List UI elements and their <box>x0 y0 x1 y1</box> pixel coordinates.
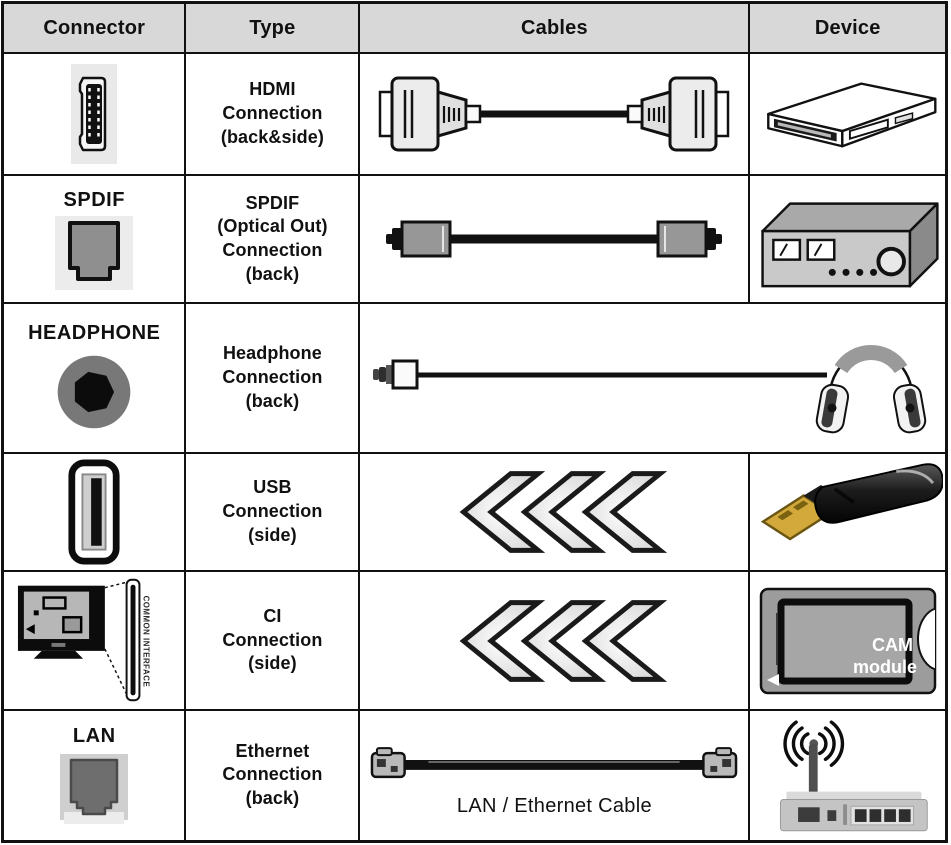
cell-headphone-type: Headphone Connection (back) <box>184 302 361 454</box>
cell-hdmi-cable <box>358 52 751 176</box>
spdif-port-label: SPDIF <box>63 188 125 211</box>
cell-ci-device: CAM module <box>748 570 948 711</box>
cell-headphone-cable-device <box>358 302 948 454</box>
table-row-lan: LAN Ethernet Connection (back) <box>1 709 948 842</box>
cam-module-text-line1: CAM <box>872 635 913 655</box>
cell-hdmi-connector <box>1 52 187 176</box>
cell-spdif-cable <box>358 174 751 304</box>
hdmi-cable-icon <box>379 76 730 152</box>
ethernet-cable-label: LAN / Ethernet Cable <box>456 794 652 817</box>
cell-spdif-device <box>748 174 948 304</box>
table-row-ci: COMMON INTERFACE CI Connection (side) <box>1 570 948 711</box>
dvd-player-icon <box>766 82 937 148</box>
header-type: Type <box>184 1 361 54</box>
optical-cable-icon <box>386 220 723 258</box>
header-device: Device <box>748 1 948 54</box>
table-row-headphone: HEADPHONE Headphone Connection (back) <box>1 302 948 454</box>
header-connector: Connector <box>1 1 187 54</box>
cell-usb-device <box>748 452 948 572</box>
cell-spdif-connector: SPDIF <box>1 174 187 304</box>
header-row: Connector Type Cables Device <box>1 1 948 54</box>
headphone-port-label: HEADPHONE <box>28 321 161 344</box>
ci-slot-text: COMMON INTERFACE <box>142 595 151 687</box>
table-row-hdmi: HDMI Connection (back&side) <box>1 52 948 176</box>
table-row-usb: USB Connection (side) <box>1 452 948 572</box>
table-row-spdif: SPDIF SPDIF (Optical Out) Connection (ba… <box>1 174 948 304</box>
wifi-router-icon <box>779 720 928 832</box>
cell-hdmi-type: HDMI Connection (back&side) <box>184 52 361 176</box>
cell-headphone-connector: HEADPHONE <box>1 302 187 454</box>
cell-lan-cable: LAN / Ethernet Cable <box>358 709 751 842</box>
lan-port-icon <box>60 753 129 824</box>
header-cables: Cables <box>358 1 751 54</box>
headphone-cable-and-headphones-icon <box>372 345 926 434</box>
cell-lan-device <box>748 709 948 842</box>
chevron-arrows-icon <box>460 471 668 553</box>
usb-port-icon <box>68 459 120 565</box>
cell-ci-connector: COMMON INTERFACE <box>1 570 187 711</box>
cell-usb-type: USB Connection (side) <box>184 452 361 572</box>
hdmi-port-icon <box>71 64 118 164</box>
cell-lan-connector: LAN <box>1 709 187 842</box>
cell-ci-cable <box>358 570 751 711</box>
cell-usb-cable <box>358 452 751 572</box>
cell-ci-type: CI Connection (side) <box>184 570 361 711</box>
cam-module-icon: CAM module <box>759 587 936 694</box>
cell-lan-type: Ethernet Connection (back) <box>184 709 361 842</box>
cell-hdmi-device <box>748 52 948 176</box>
spdif-port-icon <box>55 215 134 290</box>
amplifier-icon <box>761 202 939 288</box>
cam-module-text-line2: module <box>853 657 917 677</box>
cell-usb-connector <box>1 452 187 572</box>
ethernet-cable-icon <box>371 746 738 778</box>
lan-port-label: LAN <box>72 724 116 747</box>
usb-dongle-icon <box>760 463 943 541</box>
headphone-jack-icon <box>57 355 131 428</box>
chevron-arrows-icon <box>460 599 668 682</box>
cell-spdif-type: SPDIF (Optical Out) Connection (back) <box>184 174 361 304</box>
tv-ci-slot-icon: COMMON INTERFACE <box>18 578 151 701</box>
